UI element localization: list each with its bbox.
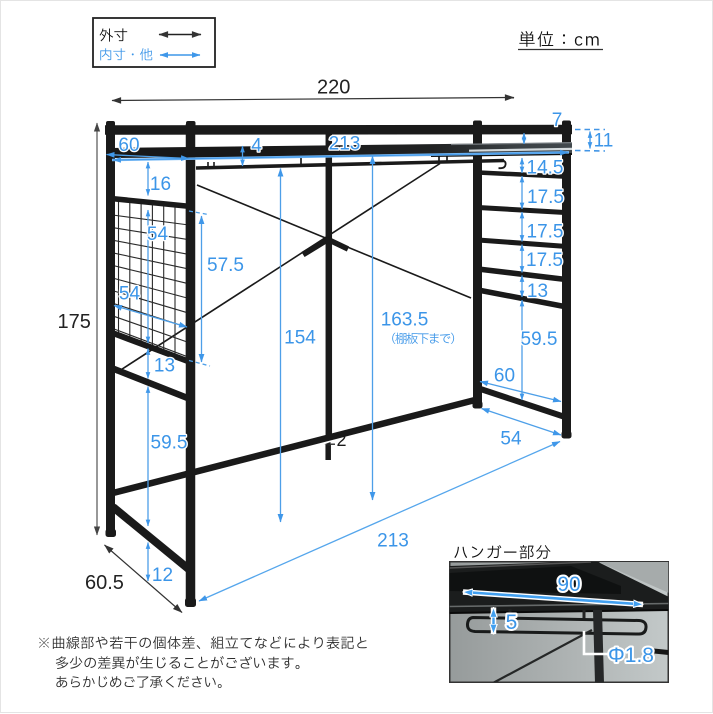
svg-text:57.5: 57.5	[207, 255, 244, 276]
svg-text:14.5: 14.5	[527, 158, 564, 179]
svg-text:2: 2	[337, 430, 347, 450]
svg-text:54: 54	[119, 284, 141, 305]
svg-text:12: 12	[152, 565, 173, 586]
svg-text:154: 154	[284, 328, 316, 349]
svg-text:213: 213	[377, 531, 409, 552]
svg-text:16: 16	[150, 174, 171, 195]
svg-text:175: 175	[58, 311, 91, 333]
svg-text:17.5: 17.5	[527, 187, 564, 208]
svg-text:17.5: 17.5	[527, 222, 564, 243]
svg-text:60: 60	[118, 135, 139, 156]
svg-text:54: 54	[500, 429, 522, 450]
svg-text:220: 220	[317, 77, 350, 99]
svg-text:60.5: 60.5	[85, 572, 124, 594]
svg-text:4: 4	[251, 136, 262, 157]
svg-text:60: 60	[494, 366, 515, 387]
svg-text:13: 13	[154, 356, 175, 377]
svg-text:54: 54	[147, 224, 169, 245]
svg-text:17.5: 17.5	[526, 250, 563, 271]
svg-text:7: 7	[552, 110, 563, 131]
svg-text:90: 90	[557, 573, 580, 596]
svg-text:59.5: 59.5	[151, 433, 188, 454]
svg-text:213: 213	[329, 134, 361, 155]
svg-text:5: 5	[506, 611, 518, 634]
svg-text:Φ1.8: Φ1.8	[608, 644, 654, 667]
svg-text:11: 11	[594, 131, 614, 152]
svg-text:163.5: 163.5	[381, 310, 429, 331]
svg-text:59.5: 59.5	[521, 329, 558, 350]
svg-text:13: 13	[527, 281, 548, 302]
